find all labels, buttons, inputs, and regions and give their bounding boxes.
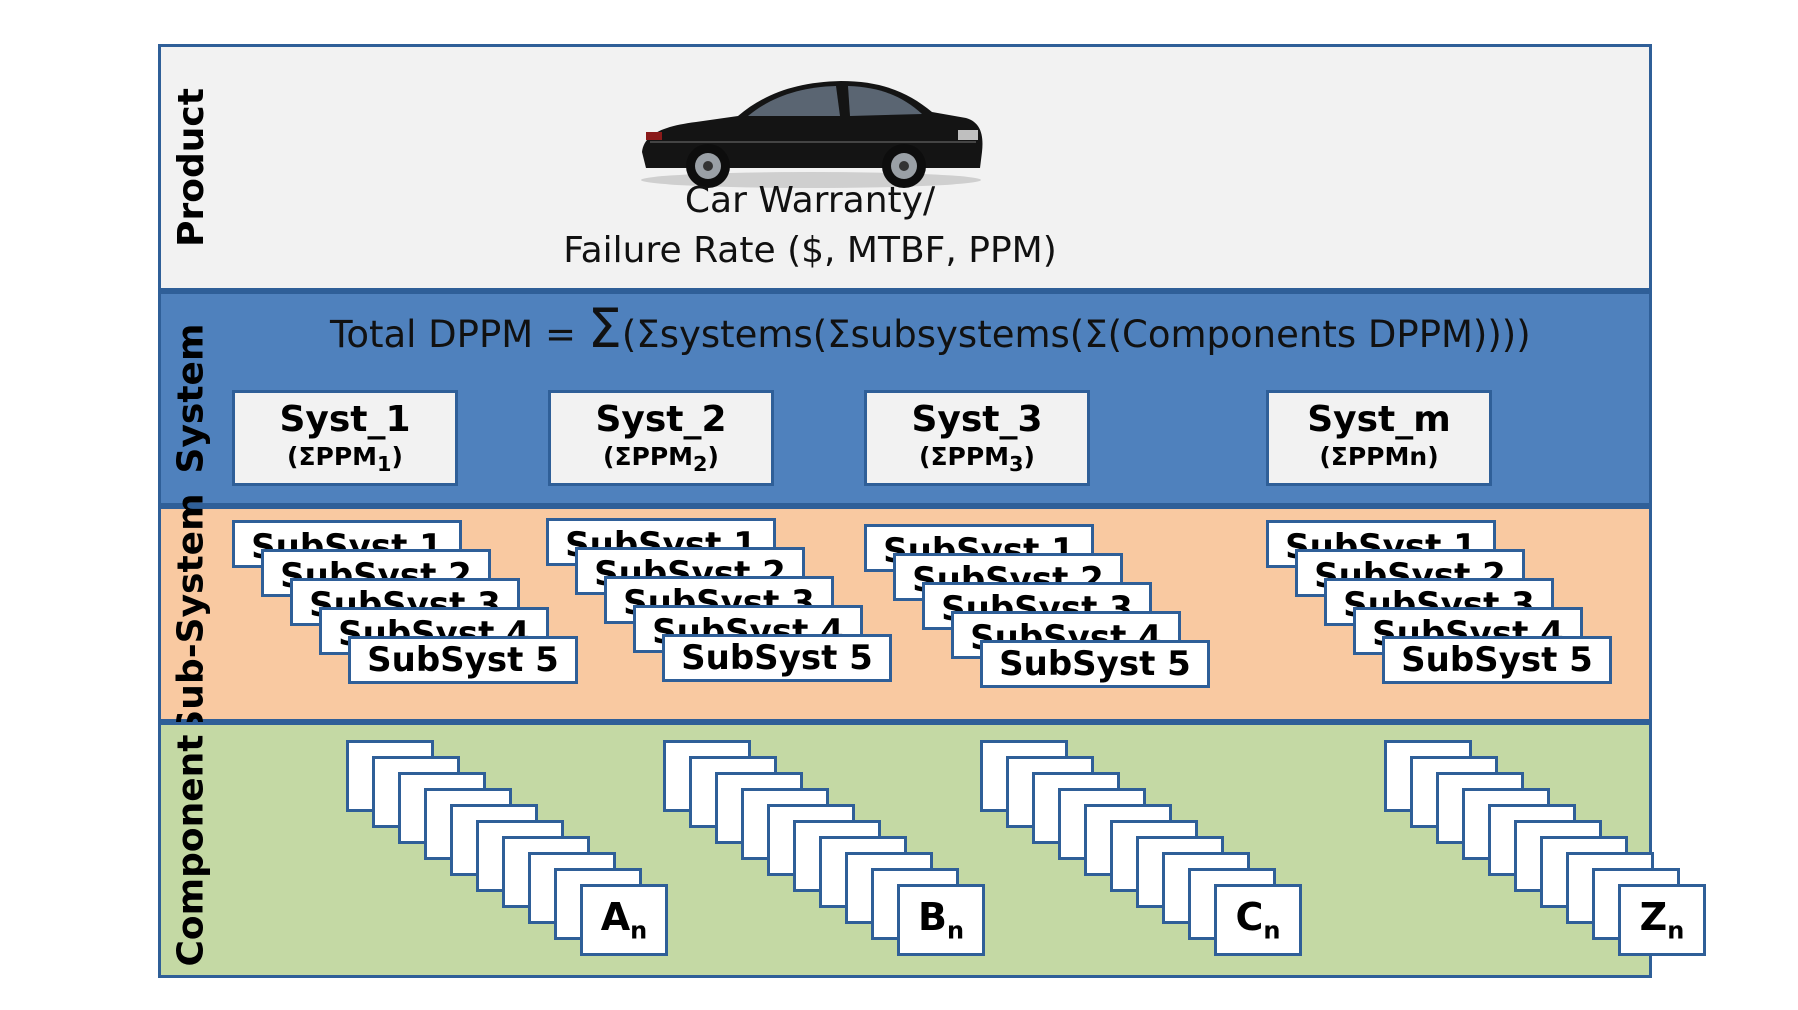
- system-sum: (ΣPPMn): [1269, 442, 1489, 476]
- component-letter: Z: [1639, 895, 1668, 939]
- system-box: Syst_m(ΣPPMn): [1266, 390, 1492, 486]
- system-sum-close: ): [1427, 442, 1439, 471]
- formula-rest: (Σsystems(Σsubsystems(Σ(Components DPPM)…: [621, 313, 1531, 356]
- system-band-label: System: [170, 323, 212, 474]
- system-sum-text: (ΣPPM: [603, 442, 694, 471]
- subsystem-card: SubSyst 5: [1382, 636, 1612, 684]
- product-band-label: Product: [170, 88, 212, 247]
- system-title: Syst_2: [595, 399, 727, 440]
- component-letter: A: [600, 895, 631, 939]
- car-warranty-text: Car Warranty/: [684, 180, 936, 221]
- formula-prefix: Total DPPM =: [330, 313, 588, 356]
- component-card-front: An: [580, 884, 668, 956]
- system-sum-subscript: 2: [693, 452, 708, 476]
- system-sum: (ΣPPM3): [867, 442, 1087, 476]
- system-sum-close: ): [391, 442, 403, 471]
- component-letter: C: [1235, 895, 1264, 939]
- subsystem-band-label: Sub-System: [170, 492, 212, 736]
- system-box: Syst_3(ΣPPM3): [864, 390, 1090, 486]
- subsystem-card: SubSyst 5: [980, 640, 1210, 688]
- component-card-front: Zn: [1618, 884, 1706, 956]
- component-subscript: n: [630, 916, 648, 945]
- system-sum-text: (ΣPPM: [287, 442, 378, 471]
- component-subscript: n: [1667, 916, 1685, 945]
- component-card-front: Cn: [1214, 884, 1302, 956]
- system-sum-close: ): [1023, 442, 1035, 471]
- component-letter: B: [917, 895, 947, 939]
- system-sum: (ΣPPM1): [235, 442, 455, 476]
- component-band-label: Component: [170, 733, 212, 967]
- subsystem-card: SubSyst 5: [348, 636, 578, 684]
- system-box: Syst_1(ΣPPM1): [232, 390, 458, 486]
- component-subscript: n: [946, 916, 965, 945]
- component-card-front: Bn: [897, 884, 985, 956]
- system-sum: (ΣPPM2): [551, 442, 771, 476]
- system-sum-close: ): [707, 442, 719, 471]
- failure-rate-text: Failure Rate ($, MTBF, PPM): [563, 230, 1057, 271]
- system-box: Syst_2(ΣPPM2): [548, 390, 774, 486]
- total-dppm-formula: Total DPPM = Σ(Σsystems(Σsubsystems(Σ(Co…: [330, 302, 1531, 357]
- subsystem-card: SubSyst 5: [662, 634, 892, 682]
- system-sum-subscript: 1: [377, 452, 392, 476]
- component-subscript: n: [1263, 916, 1281, 945]
- system-title: Syst_3: [911, 399, 1043, 440]
- sigma-symbol: Σ: [587, 297, 622, 360]
- car-image: [641, 81, 983, 188]
- system-sum-subscript: 3: [1009, 452, 1024, 476]
- system-title: Syst_m: [1307, 399, 1451, 440]
- system-title: Syst_1: [279, 399, 411, 440]
- system-sum-text: (ΣPPMn: [1319, 442, 1428, 471]
- system-sum-text: (ΣPPM: [919, 442, 1010, 471]
